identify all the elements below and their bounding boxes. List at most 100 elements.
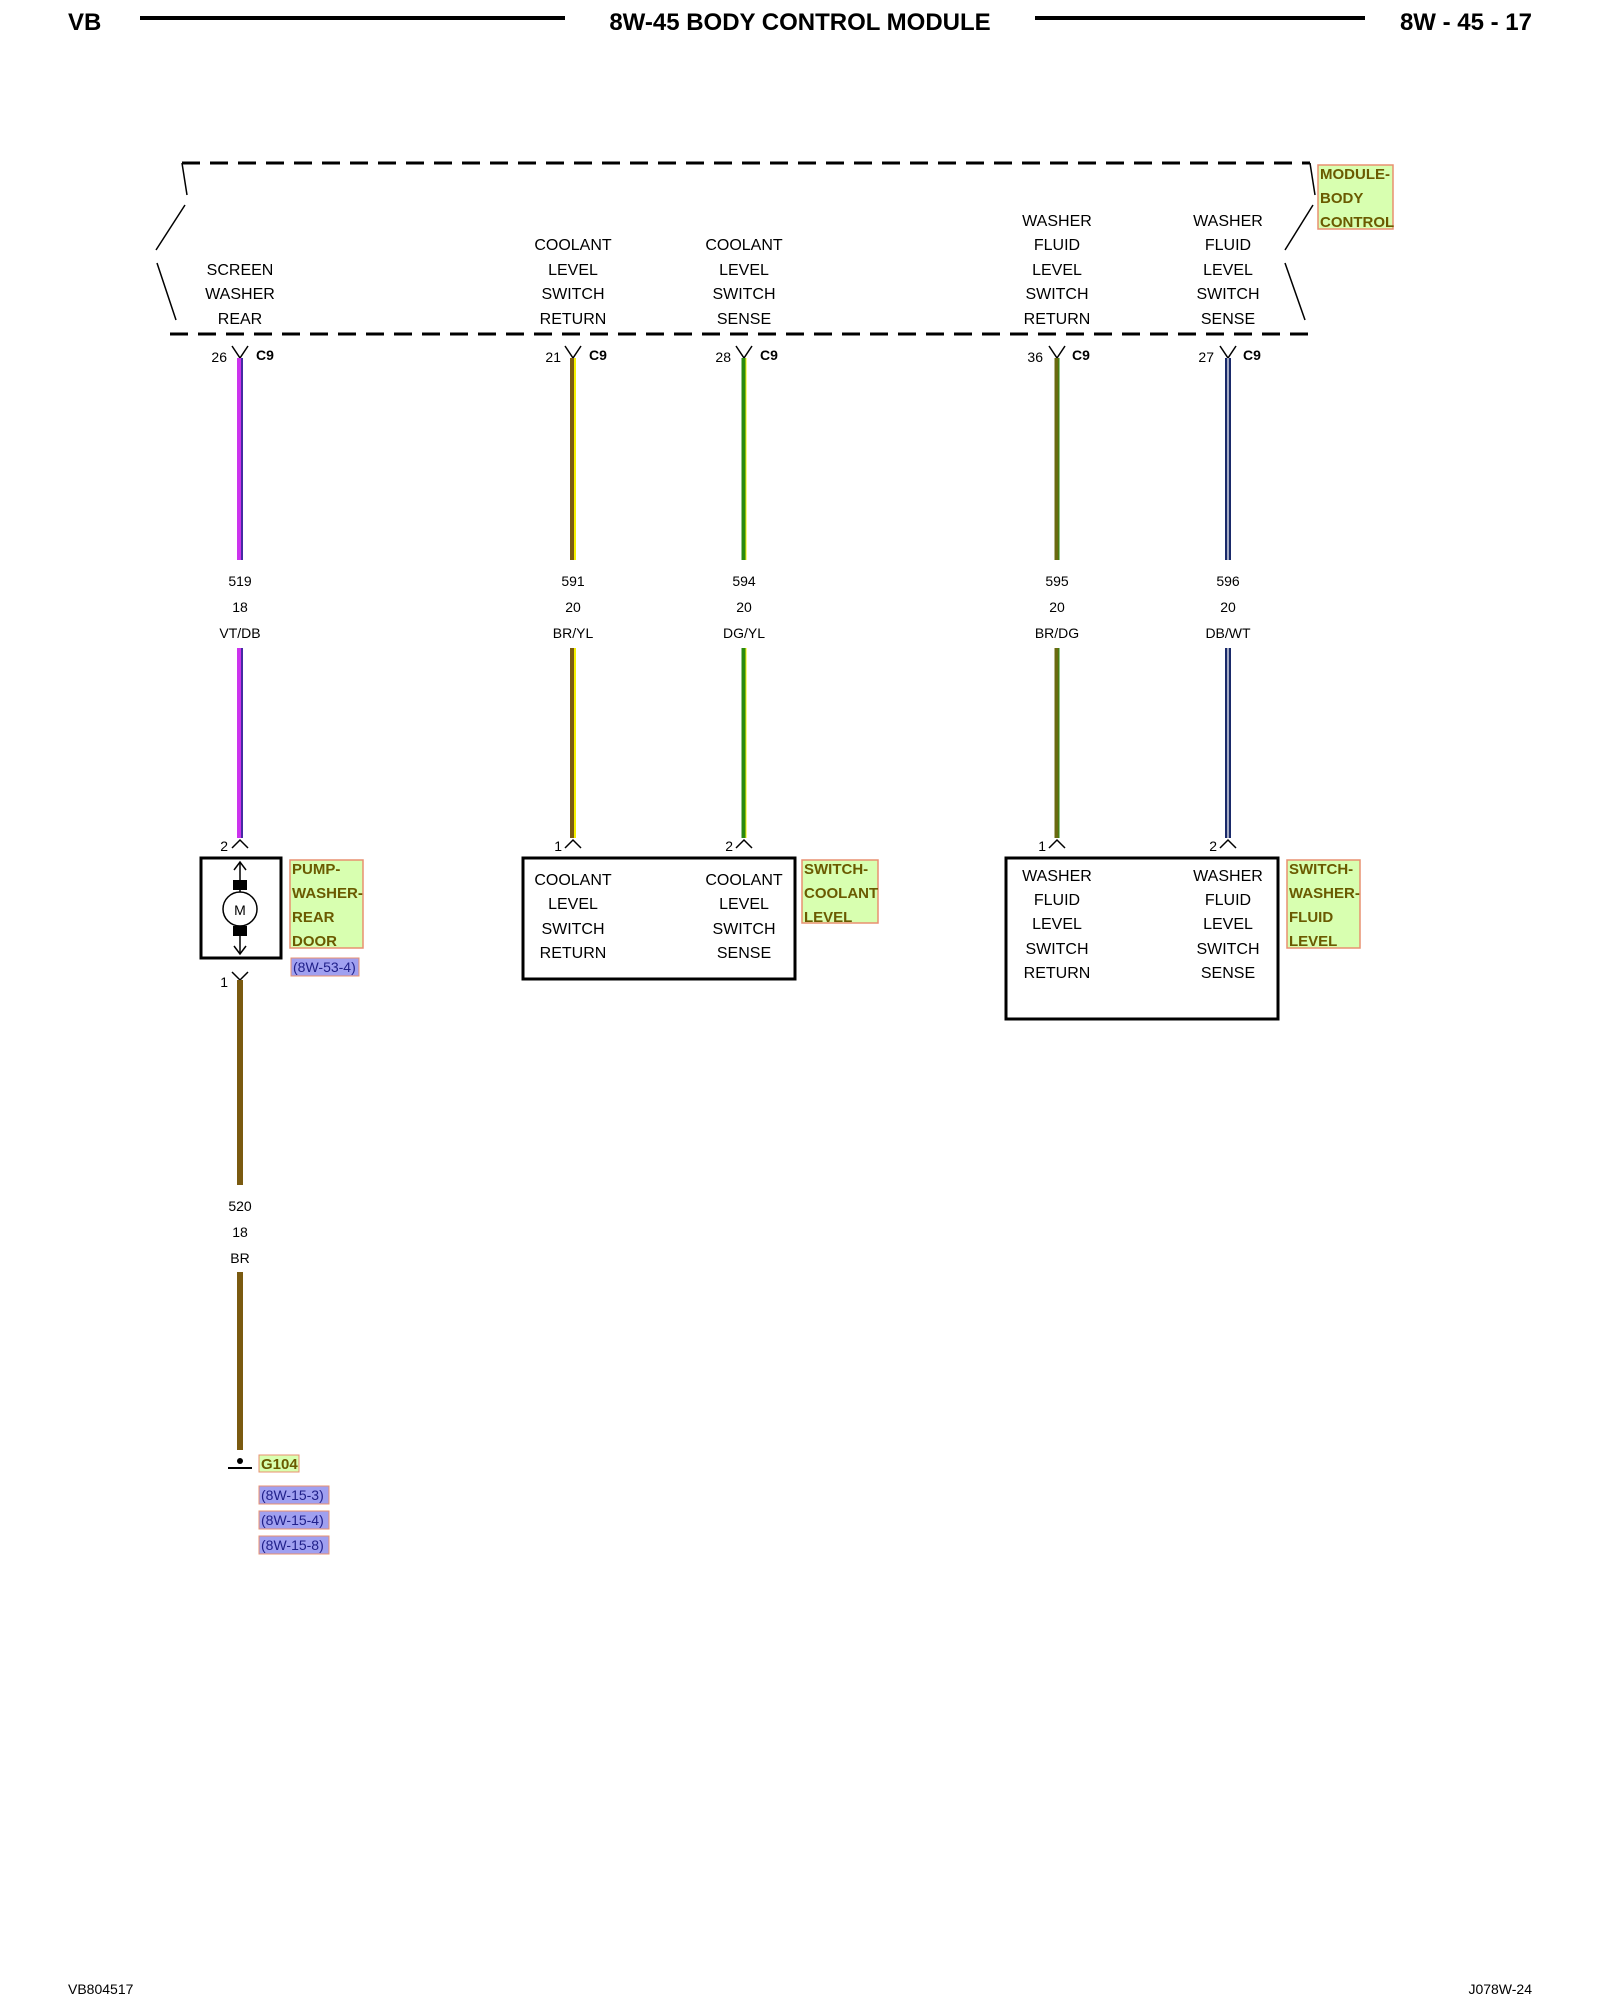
terminal-symbol bbox=[231, 345, 249, 360]
pin-label-line: LEVEL bbox=[1032, 262, 1082, 279]
pin-number: 26 bbox=[211, 349, 227, 365]
ground-tag-box bbox=[258, 1454, 300, 1473]
module-pin-terminals: 26 C9 21 C9 28 C9 36 C9 27 C9 bbox=[211, 345, 1261, 365]
ground-g104: G104 (8W-15-3) (8W-15-4) (8W-15-8) bbox=[228, 1454, 330, 1555]
pump-tag-line: PUMP- bbox=[292, 861, 340, 878]
pin-number: 21 bbox=[545, 349, 561, 365]
pin-label-line: LEVEL bbox=[1203, 262, 1253, 279]
pump-page-ref: (8W-53-4) bbox=[293, 959, 356, 975]
module-pin-label-coolant-return: COOLANT LEVEL SWITCH RETURN bbox=[534, 237, 612, 328]
pin-number: 1 bbox=[1038, 838, 1046, 854]
ground-page-ref: (8W-15-3) bbox=[261, 1487, 324, 1503]
pin-label-line: COOLANT bbox=[534, 237, 612, 254]
circuit-number: 596 bbox=[1216, 573, 1240, 589]
wire-gauge: 20 bbox=[736, 599, 752, 615]
circuit-number: 595 bbox=[1045, 573, 1069, 589]
page-header: VB 8W-45 BODY CONTROL MODULE 8W - 45 - 1… bbox=[68, 9, 1532, 36]
pin-label-line: SWITCH bbox=[541, 286, 604, 303]
module-left-break-1 bbox=[181, 162, 188, 196]
terminal-symbol bbox=[1048, 345, 1066, 360]
page-title: 8W-45 BODY CONTROL MODULE bbox=[609, 9, 990, 36]
pump-tag-box bbox=[289, 859, 364, 949]
ground-ref-box bbox=[258, 1485, 330, 1505]
wire-color-code: DG/YL bbox=[723, 625, 765, 641]
switch-label-line: FLUID bbox=[1205, 892, 1251, 909]
wire-color-code: BR bbox=[230, 1250, 249, 1266]
pin-label-line: SENSE bbox=[717, 311, 771, 328]
wire-color-code: DB/WT bbox=[1205, 625, 1251, 641]
coolant-switch-tag-line: SWITCH- bbox=[804, 861, 868, 878]
connector-id: C9 bbox=[589, 347, 607, 363]
pin-number: 27 bbox=[1198, 349, 1214, 365]
pin-label-line: SWITCH bbox=[712, 286, 775, 303]
terminal-symbol bbox=[735, 838, 753, 849]
connector-id: C9 bbox=[760, 347, 778, 363]
pin-number: 1 bbox=[220, 974, 228, 990]
wire-label-519: 519 18 VT/DB bbox=[219, 573, 260, 641]
pin-number: 2 bbox=[1209, 838, 1217, 854]
module-left-break-3 bbox=[156, 262, 177, 321]
pump-tag-line: WASHER- bbox=[292, 885, 363, 902]
wire-color-code: BR/DG bbox=[1035, 625, 1079, 641]
terminal-symbol bbox=[1219, 838, 1237, 849]
switch-label-line: SENSE bbox=[717, 945, 771, 962]
switch-label-line: SWITCH bbox=[541, 921, 604, 938]
circuit-number: 519 bbox=[228, 573, 252, 589]
wire-gauge: 20 bbox=[1049, 599, 1065, 615]
washer-switch-tag-box bbox=[1286, 859, 1361, 949]
wire-gauge: 20 bbox=[1220, 599, 1236, 615]
pin-number: 1 bbox=[554, 838, 562, 854]
wire-label-591: 591 20 BR/YL bbox=[553, 573, 594, 641]
washer-switch-box bbox=[1004, 856, 1280, 1021]
pump-tag-line: DOOR bbox=[292, 933, 337, 950]
module-tag-line: CONTROL bbox=[1320, 214, 1394, 231]
washer-switch-tag-line: LEVEL bbox=[1289, 933, 1337, 950]
wire-594 bbox=[741, 358, 747, 838]
motor-icon bbox=[222, 891, 258, 927]
connector-id: C9 bbox=[1072, 347, 1090, 363]
connector-id: C9 bbox=[256, 347, 274, 363]
pump-arrow-heads bbox=[233, 860, 247, 956]
coolant-switch-tag-box bbox=[801, 859, 879, 924]
pin-label-line: COOLANT bbox=[705, 237, 783, 254]
switch-coolant-level: 1 2 COOLANT LEVEL SWITCH RETURN COOLANT … bbox=[521, 838, 879, 981]
coolant-switch-box bbox=[521, 856, 797, 981]
pin-label-line: REAR bbox=[218, 311, 262, 328]
pin-label-line: SWITCH bbox=[1025, 286, 1088, 303]
circuit-number: 591 bbox=[561, 573, 585, 589]
terminal-symbol bbox=[231, 838, 249, 849]
wire-591 bbox=[570, 358, 576, 838]
wire-gauge: 18 bbox=[232, 599, 248, 615]
pump-brush-bottom bbox=[233, 926, 247, 936]
ground-page-ref: (8W-15-4) bbox=[261, 1512, 324, 1528]
wire-label-595: 595 20 BR/DG bbox=[1035, 573, 1079, 641]
module-tag-box bbox=[1317, 164, 1394, 230]
pin-number: 2 bbox=[725, 838, 733, 854]
ground-ref-box bbox=[258, 1510, 330, 1530]
wire-label-596: 596 20 DB/WT bbox=[1205, 573, 1251, 641]
pump-tag-line: REAR bbox=[292, 909, 335, 926]
footer-right: J078W-24 bbox=[1468, 1981, 1532, 1997]
module-outline bbox=[155, 161, 1316, 336]
module-right-break-3 bbox=[1284, 262, 1306, 321]
pin-number: 28 bbox=[715, 349, 731, 365]
terminal-symbol bbox=[231, 971, 249, 982]
ground-page-ref: (8W-15-8) bbox=[261, 1537, 324, 1553]
pin-label-line: WASHER bbox=[205, 286, 275, 303]
circuit-number: 594 bbox=[732, 573, 756, 589]
switch-label-line: SWITCH bbox=[712, 921, 775, 938]
pin-label-line: WASHER bbox=[1193, 213, 1263, 230]
pin-label-line: RETURN bbox=[1024, 311, 1091, 328]
page-footer: VB804517 J078W-24 bbox=[68, 1981, 1532, 1997]
module-pin-label-washer-return: WASHER FLUID LEVEL SWITCH RETURN bbox=[1022, 213, 1092, 328]
pin-label-line: LEVEL bbox=[548, 262, 598, 279]
header-left: VB bbox=[68, 9, 101, 36]
switch-label-line: LEVEL bbox=[1032, 916, 1082, 933]
switch-label-line: RETURN bbox=[1024, 965, 1091, 982]
module-pin-label-washer-sense: WASHER FLUID LEVEL SWITCH SENSE bbox=[1193, 213, 1263, 328]
pin-label-line: SCREEN bbox=[207, 262, 274, 279]
terminal-symbol bbox=[735, 345, 753, 360]
washer-switch-tag-line: SWITCH- bbox=[1289, 861, 1353, 878]
switch-label-line: LEVEL bbox=[719, 896, 769, 913]
